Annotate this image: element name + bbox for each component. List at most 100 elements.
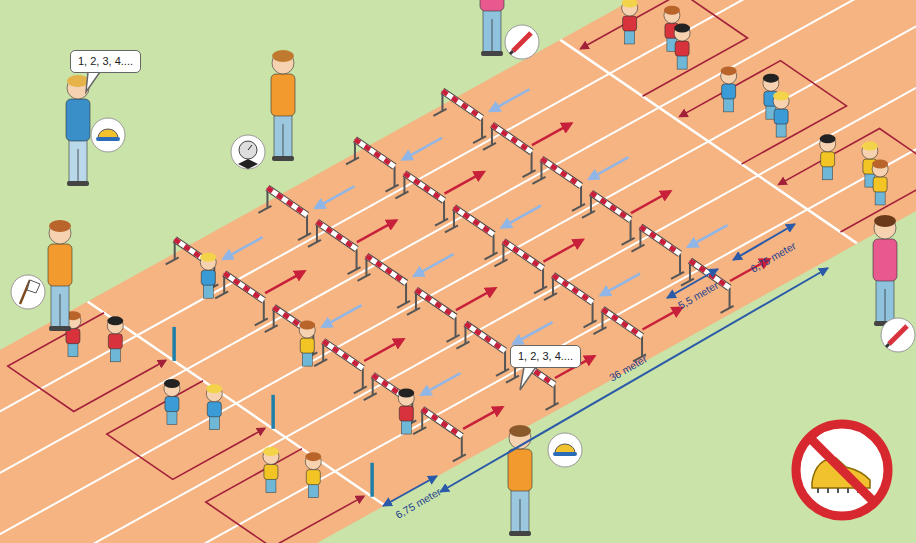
- start-pole: [271, 395, 275, 429]
- cap-brim: [553, 452, 577, 456]
- hurdle-leg: [554, 385, 556, 405]
- icon-disc: [11, 275, 45, 309]
- role-icon: [91, 118, 125, 152]
- run-arrow: [456, 288, 495, 310]
- hurdle-bar: [267, 188, 307, 215]
- hurdle-stripes: [492, 125, 532, 152]
- dimension-arrow: [667, 269, 718, 298]
- hurdle: [364, 375, 417, 427]
- hurdle-leg: [580, 186, 582, 206]
- return-arrow: [490, 89, 529, 111]
- hurdle-bar-edge: [422, 409, 462, 436]
- hurdle-bar-edge: [416, 290, 456, 317]
- adult-shirt: [48, 244, 72, 286]
- icon-disc: [548, 433, 582, 467]
- hurdle-foot: [544, 293, 557, 300]
- hurdle-bar: [553, 275, 593, 302]
- adult-figure: [48, 220, 72, 331]
- return-arrow: [601, 274, 640, 296]
- return-arrow: [589, 157, 628, 179]
- hurdle-foot: [348, 267, 361, 274]
- child-figure: [206, 384, 222, 430]
- hurdle-bar: [541, 159, 581, 186]
- hurdle-foot: [534, 286, 547, 293]
- child-figure: [263, 447, 279, 493]
- hurdle: [215, 273, 268, 325]
- hurdle-foot: [265, 325, 278, 332]
- child-shirt: [165, 397, 179, 412]
- child-hair: [299, 321, 315, 330]
- hurdle-bar: [591, 193, 631, 220]
- mortarboard-icon: [238, 159, 258, 169]
- child-legs: [110, 348, 120, 362]
- child-hair: [721, 66, 737, 75]
- hurdle-foot: [357, 274, 370, 281]
- adult-shoes: [481, 51, 503, 56]
- hurdle-bar-edge: [503, 241, 543, 268]
- hurdle-bar-edge: [602, 309, 642, 336]
- hurdle-bar: [416, 290, 456, 317]
- hurdle-stripes: [422, 409, 462, 436]
- child-legs: [302, 352, 312, 366]
- hurdle-leg: [356, 249, 358, 269]
- run-arrow: [642, 308, 681, 330]
- hurdle-foot: [397, 301, 410, 308]
- course-loop: [779, 129, 916, 232]
- role-icon: [505, 25, 539, 59]
- hurdle-leg: [306, 215, 308, 235]
- child-shirt: [207, 402, 221, 417]
- child-shirt: [821, 152, 835, 167]
- return-arrow: [414, 254, 453, 276]
- hurdle-bar-edge: [454, 207, 494, 234]
- run-arrow: [364, 339, 403, 361]
- hurdle-foot: [407, 308, 420, 315]
- child-hair: [263, 447, 279, 456]
- hurdle-leg: [592, 302, 594, 322]
- hurdle-foot: [473, 136, 486, 143]
- hurdle-bar-edge: [267, 188, 307, 215]
- run-arrow: [543, 240, 582, 262]
- hurdle-stripes: [404, 173, 444, 200]
- hurdle-foot: [506, 376, 519, 383]
- run-arrow: [357, 220, 396, 242]
- course-loop: [206, 449, 364, 543]
- leg-gap: [885, 289, 886, 323]
- adult-shoes: [67, 181, 89, 186]
- dimension-label: 5,5 meter: [676, 279, 720, 312]
- child-legs: [167, 411, 177, 425]
- hurdle-leg: [641, 336, 643, 356]
- course-loop: [680, 61, 847, 164]
- hurdle: [494, 241, 547, 293]
- child-shirt: [399, 406, 413, 421]
- hurdle-foot: [308, 240, 321, 247]
- hurdle-bar: [355, 139, 395, 166]
- adult-legs: [274, 114, 292, 158]
- hurdle-foot: [546, 403, 559, 410]
- adult-shoes: [509, 531, 531, 536]
- hurdle-foot: [532, 177, 545, 184]
- leg-gap: [78, 149, 79, 183]
- icon-disc: [91, 118, 125, 152]
- child-hair: [763, 74, 779, 83]
- hurdle-stripes: [442, 91, 482, 118]
- return-arrow: [513, 322, 552, 344]
- adult-hair: [49, 220, 71, 232]
- child-figure: [200, 253, 216, 299]
- course-loop: [107, 381, 265, 480]
- adult-shirt: [873, 239, 897, 281]
- adult-hair: [874, 215, 896, 227]
- hurdle-bar-edge: [541, 159, 581, 186]
- child-hair: [820, 134, 836, 143]
- adult-legs: [51, 284, 69, 328]
- run-arrow: [631, 191, 670, 213]
- dimension-arrow: [383, 476, 437, 506]
- child-figure: [773, 92, 789, 138]
- hurdle-foot: [721, 306, 734, 313]
- pencil-tip: [510, 51, 513, 54]
- hurdle-foot: [395, 191, 408, 198]
- adult-shirt: [271, 74, 295, 116]
- hurdle-foot: [435, 219, 448, 226]
